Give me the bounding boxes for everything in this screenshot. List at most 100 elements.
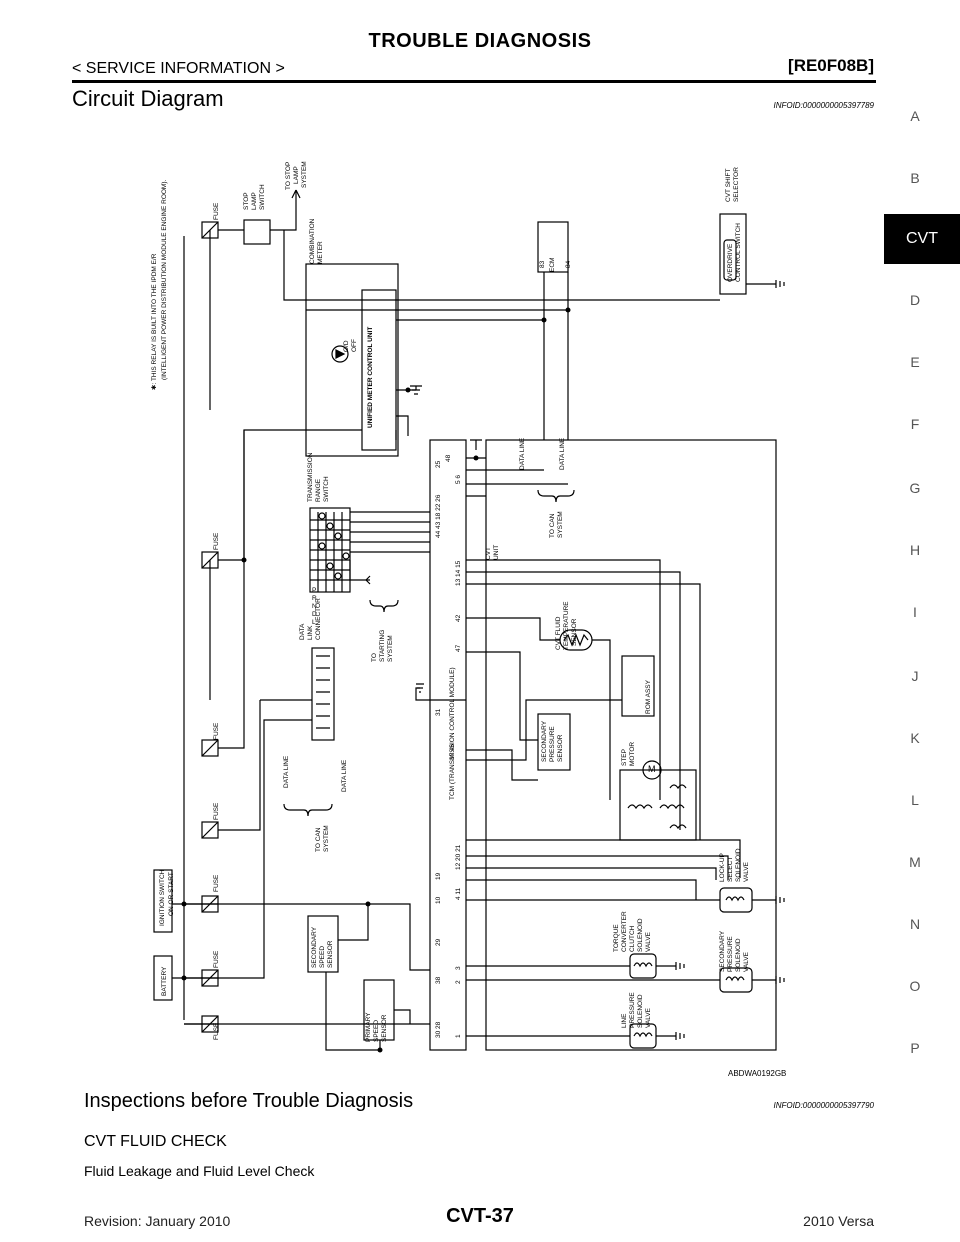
overdrive-switch-label: OVERDRIVE [727,243,734,282]
fluid-temp-sensor-label: CVT FLUID [555,616,562,650]
trs-label: SWITCH [323,476,330,502]
od-off-indicator-icon [331,345,349,363]
to-stop-lamp-label: SYSTEM [301,161,308,188]
model-code: [RE0F08B] [788,56,874,75]
line-pressure-solenoid-label: VALVE [645,1007,652,1028]
lockup-solenoid-label: LOCK-UP [719,853,726,882]
trs-label: RANGE [315,478,322,502]
secondary-speed-sensor-box [307,915,339,973]
step-motor-icon [642,760,662,780]
ecm-box [537,221,569,273]
tcm-pin: 10 [435,896,442,904]
section-info-id: INFOID:0000000005397790 [773,1101,874,1110]
primary-speed-sensor-label: SENSOR [381,1014,388,1042]
to-starting-label: STARTING [379,630,386,662]
fuse-label: FUSE [213,802,220,820]
data-line-label: DATA LINE [519,437,526,470]
side-index-letter[interactable]: G [909,480,921,496]
cvt-unit-label: UNIT [493,545,500,560]
tcm-pin: 29 [435,938,442,946]
side-index-letter[interactable]: J [911,668,919,684]
secondary-speed-sensor-label: SPEED [319,946,326,968]
line-pressure-solenoid-label: SOLENOID [637,994,644,1028]
side-index-letter[interactable]: O [909,978,921,994]
secondary-pressure-sensor-box [537,713,571,771]
tcm-pin: 2 [455,980,462,984]
to-can-label: SYSTEM [557,511,564,538]
subsection-subtitle: Fluid Leakage and Fluid Level Check [84,1163,315,1179]
secondary-solenoid-label: SECONDARY [719,930,726,972]
trs-position: P [312,587,316,594]
side-index-letter[interactable]: F [910,416,920,432]
fuse-label: FUSE [213,202,220,220]
switch-contact-icon [723,239,737,281]
line-pressure-solenoid-label: PRESSURE [629,992,636,1028]
tcm-pin: 25 [435,460,442,468]
overdrive-switch-box [719,213,747,295]
side-index-letter[interactable]: I [913,604,917,620]
fuse-label: FUSE [213,874,220,892]
fuse-label: FUSE [213,1022,220,1040]
thermistor-icon [559,629,593,651]
secondary-solenoid-label: VALVE [743,951,750,972]
side-index-active-tab[interactable]: CVT [884,214,960,264]
header-divider [72,80,876,83]
side-index-letter[interactable]: M [909,854,921,870]
cvt-unit-box [485,439,777,1051]
side-index-letter[interactable]: B [910,170,920,186]
side-index-letter[interactable]: P [910,1040,920,1056]
to-can-label: TO CAN [315,827,322,852]
footer-page-number: CVT-37 [446,1205,514,1227]
trs-grid [310,512,350,592]
fluid-temp-sensor-label: TEMPERATURE [563,601,570,650]
lockup-solenoid-label: SOLENOID [735,848,742,882]
fuse-label: FUSE [213,950,220,968]
to-can-label: SYSTEM [323,825,330,852]
side-index-letter[interactable]: D [909,292,921,308]
step-motor-label: MOTOR [629,742,636,766]
secondary-solenoid-label: SOLENOID [735,938,742,972]
side-index-letter[interactable]: K [910,730,920,746]
secondary-speed-sensor-label: SECONDARY [311,926,318,968]
secondary-pressure-sensor-label: PRESSURE [549,726,556,762]
rom-assy-label: ROM ASSY [645,679,652,714]
primary-speed-sensor-label: SPEED [373,1020,380,1042]
to-stop-lamp-label: TO STOP [285,162,292,190]
rom-assy-box [621,655,655,717]
tcm-pin: 42 [455,614,462,622]
footer-model: 2010 Versa [803,1213,874,1229]
footer-revision: Revision: January 2010 [84,1213,231,1229]
side-index-letter[interactable]: L [911,792,919,808]
relay-note-line2: (INTELLIGENT POWER DISTRIBUTION MODULE E… [161,179,168,380]
side-index-letter[interactable]: E [910,354,920,370]
wiring [172,189,785,1051]
data-line-label: DATA LINE [341,759,348,792]
tcm-box [429,439,467,1051]
ignition-label-line1: IGNITION SWITCH [159,869,166,926]
secondary-solenoid-label: PRESSURE [727,936,734,972]
stop-lamp-label: SWITCH [259,184,266,210]
side-index-letter[interactable]: A [910,108,920,124]
od-off-label: OFF [351,339,358,352]
stop-lamp-switch-box [243,219,271,245]
step-motor-coils [627,784,687,830]
tcm-pin: 48 [445,454,452,462]
tcm-pin: 13 14 15 [455,560,462,586]
ecm-label: ECM [549,258,556,272]
trs-position: L [312,619,316,626]
torque-converter-solenoid-label: CONVERTER [621,911,628,952]
battery-label: BATTERY [161,966,168,996]
side-index-letter[interactable]: H [909,542,921,558]
tcm-pin: 37 46 [449,743,456,760]
section-title: Inspections before Trouble Diagnosis [84,1090,414,1112]
unified-meter-box [361,289,397,451]
data-link-connector-box [311,647,335,741]
torque-converter-solenoid-label: VALVE [645,931,652,952]
tcm-pin: 38 [435,976,442,984]
data-line-label: DATA LINE [283,755,290,788]
to-starting-label: TO [371,653,378,662]
figure-id: ABDWA0192GB [728,1069,786,1078]
combination-meter-box [305,263,399,457]
dlc-pins [316,655,330,729]
side-index-letter[interactable]: N [909,916,921,932]
